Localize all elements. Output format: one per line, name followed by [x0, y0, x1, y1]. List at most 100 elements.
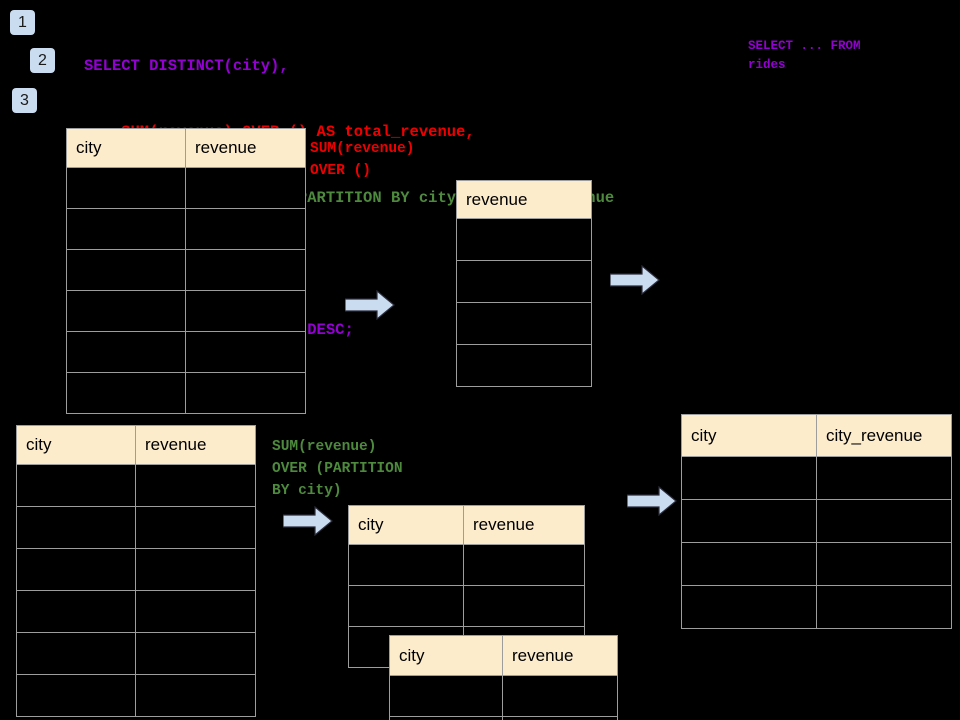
cell-city-revenue [816, 456, 952, 500]
cell-city [16, 632, 136, 675]
cell-revenue [502, 675, 618, 717]
column-header-revenue: revenue [185, 128, 306, 168]
arrow-rides-to-total-revenue [345, 290, 395, 320]
table-row [389, 716, 618, 720]
cell-revenue [135, 464, 256, 507]
cell-city-revenue [816, 499, 952, 543]
table-row [456, 302, 592, 345]
cell-revenue [185, 290, 306, 332]
cell-revenue [185, 208, 306, 250]
table-row [456, 260, 592, 303]
cell-city [66, 249, 186, 291]
step-badge-2: 2 [30, 48, 55, 73]
table-row [16, 674, 256, 717]
cell-city [66, 208, 186, 250]
step-badge-1: 1 [10, 10, 35, 35]
cell-city [348, 544, 464, 586]
table-header-row: revenue [456, 180, 592, 219]
column-header-revenue: revenue [456, 180, 592, 219]
table-row [456, 218, 592, 261]
table-row [66, 290, 306, 332]
table-row [66, 372, 306, 414]
final-result-table: city city_revenue [681, 414, 952, 629]
column-header-city: city [348, 505, 464, 545]
cell-revenue [463, 544, 585, 586]
partition-group-table-back: city revenue [348, 505, 585, 668]
cell-revenue [456, 218, 592, 261]
column-header-city: city [16, 425, 136, 465]
cell-city [681, 499, 817, 543]
cell-city-revenue [816, 542, 952, 586]
sql-line-select: SELECT DISTINCT(city), [84, 57, 289, 75]
table-row [66, 167, 306, 209]
cell-city [681, 456, 817, 500]
cell-revenue [456, 302, 592, 345]
column-header-city: city [389, 635, 503, 676]
cell-revenue [135, 548, 256, 591]
table-row [16, 464, 256, 507]
cell-city [681, 542, 817, 586]
cell-city [348, 585, 464, 627]
column-header-revenue: revenue [463, 505, 585, 545]
table-row [66, 331, 306, 373]
table-row [66, 249, 306, 291]
table-header-row: city revenue [16, 425, 256, 465]
table-header-row: city revenue [66, 128, 306, 168]
arrow-total-revenue-to-result [610, 265, 660, 295]
table-row [16, 548, 256, 591]
cell-revenue [135, 632, 256, 675]
table-row [348, 585, 585, 627]
cell-revenue [456, 260, 592, 303]
arrow-rides-to-partition [283, 506, 333, 536]
column-header-revenue: revenue [135, 425, 256, 465]
table-row [681, 585, 952, 629]
cell-city [16, 674, 136, 717]
cell-city [66, 372, 186, 414]
cell-city [16, 464, 136, 507]
table-header-row: city revenue [348, 505, 585, 545]
table-header-row: city city_revenue [681, 414, 952, 457]
cell-revenue [185, 331, 306, 373]
column-header-city: city [66, 128, 186, 168]
select-from-rides-note: SELECT ... FROM rides [748, 39, 861, 72]
table-row [66, 208, 306, 250]
annotation-sum-over-partition: SUM(revenue) OVER (PARTITION BY city) [272, 439, 403, 499]
cell-revenue [135, 506, 256, 549]
rides-source-table-top: city revenue [66, 128, 306, 414]
cell-city [66, 167, 186, 209]
total-revenue-table: revenue [456, 180, 592, 387]
partition-group-table-front: city revenue [389, 635, 618, 720]
cell-city [16, 590, 136, 633]
arrow-partition-to-result [627, 486, 677, 516]
rides-source-table-bottom: city revenue [16, 425, 256, 717]
table-row [389, 675, 618, 717]
table-row [16, 632, 256, 675]
cell-city [389, 675, 503, 717]
annotation-sum-over-empty: SUM(revenue) OVER () [310, 141, 415, 179]
table-row [16, 590, 256, 633]
table-row [681, 542, 952, 586]
cell-revenue [502, 716, 618, 720]
cell-revenue [185, 249, 306, 291]
step-badge-3: 3 [12, 88, 37, 113]
cell-revenue [135, 674, 256, 717]
table-header-row: city revenue [389, 635, 618, 676]
cell-revenue [185, 167, 306, 209]
table-row [16, 506, 256, 549]
cell-revenue [456, 344, 592, 387]
cell-city [66, 290, 186, 332]
cell-city [16, 506, 136, 549]
cell-city [16, 548, 136, 591]
cell-city-revenue [816, 585, 952, 629]
column-header-city: city [681, 414, 817, 457]
column-header-city-revenue: city_revenue [816, 414, 952, 457]
cell-city [681, 585, 817, 629]
column-header-revenue: revenue [502, 635, 618, 676]
cell-revenue [135, 590, 256, 633]
table-row [681, 499, 952, 543]
cell-city [66, 331, 186, 373]
table-row [456, 344, 592, 387]
table-row [348, 544, 585, 586]
cell-city [389, 716, 503, 720]
